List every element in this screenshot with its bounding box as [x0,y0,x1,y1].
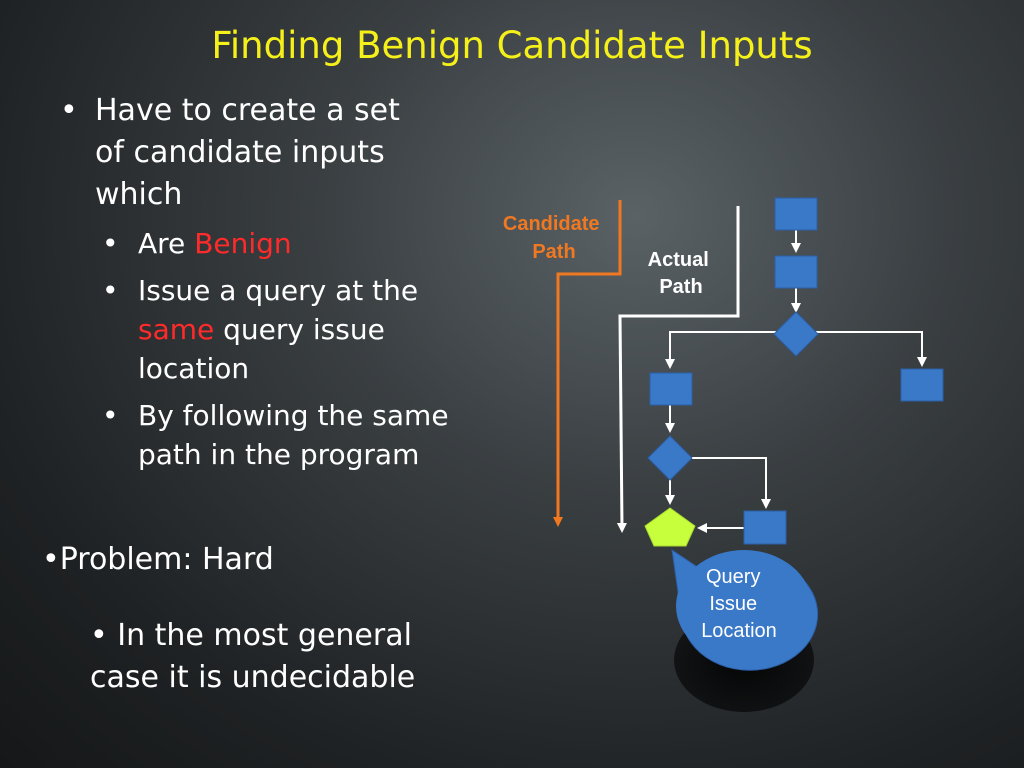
subbullet-line: same query issue [138,310,418,349]
subbullet-line: By following the same [138,399,449,432]
bullet-line: which [95,177,183,212]
subbullet-text: Are [138,227,195,260]
process-box [774,255,818,289]
bullet-dot: • [60,93,78,128]
subbullet-are-benign: Are Benign [138,224,292,263]
highlight-same: same [138,313,215,346]
bullet-line: case it is undecidable [90,660,416,695]
decision-diamond [647,435,693,481]
bullet-dot: • [102,274,119,307]
actual-path-label: Actual Path [648,249,715,298]
label-line: Candidate [503,213,600,235]
label-line: Location [701,620,777,642]
actual-path-line [616,206,740,533]
subbullet-issue-query: Issue a query at the same query issue lo… [138,271,418,388]
bullet-dot: • [102,227,119,260]
bullet-undecidable: • In the most general case it is undecid… [90,615,415,699]
query-location-pentagon [644,507,696,547]
bullet-dot: • [102,399,119,432]
bullet-have-to-create: Have to create a set of candidate inputs… [95,90,400,216]
subbullet-text: query issue [214,313,385,346]
label-line: Issue [709,593,757,615]
connector [816,331,927,367]
label-line: Path [659,276,702,298]
candidate-path-line [553,200,622,527]
connector [665,331,776,369]
process-box [774,197,818,231]
process-box [900,368,944,402]
bullet-line: • In the most general [90,615,415,657]
label-line: Path [532,241,575,263]
candidate-path-label: Candidate Path [503,213,605,263]
process-box [743,510,787,545]
label-line: Actual [648,249,709,271]
connector [690,457,771,509]
callout-bubble-body [676,550,812,662]
problem-text: Problem: Hard [59,542,274,577]
bullet-line: of candidate inputs [95,135,385,170]
subbullet-following-path: By following the same path in the progra… [138,396,449,474]
process-box [649,372,693,406]
decision-diamond [773,311,819,357]
callout-label: Query Issue Location [701,566,777,642]
bullet-dot: • [90,618,118,653]
label-line: Query [706,566,760,588]
highlight-benign: Benign [194,227,292,260]
bullet-line: Have to create a set [95,93,400,128]
subbullet-line: location [138,352,250,385]
bullet-dot: • [42,542,60,577]
bullet-text: In the most general [117,618,412,653]
bullet-problem: •Problem: Hard [42,539,274,581]
subbullet-line: path in the program [138,438,420,471]
slide-title: Finding Benign Candidate Inputs [211,24,813,67]
subbullet-line: Issue a query at the [138,274,419,307]
